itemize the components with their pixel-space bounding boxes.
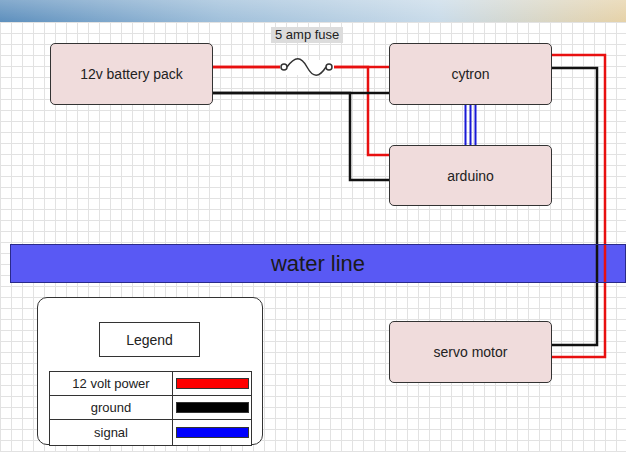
photo-strip-shade — [0, 0, 626, 22]
legend-swatch-cell — [173, 420, 251, 445]
legend-cell: ground — [50, 396, 173, 419]
fuse-label: 5 amp fuse — [271, 27, 343, 43]
fuse-terminal — [281, 64, 287, 70]
water-band-fill — [10, 244, 626, 283]
legend-table: 12 volt power ground signal — [49, 371, 252, 446]
water-line-band: water line — [10, 244, 626, 283]
motor-box: servo motor — [389, 321, 552, 383]
legend-swatch-cell — [173, 372, 251, 395]
node-label: arduino — [447, 168, 494, 184]
legend-cell: signal — [50, 420, 173, 445]
controller-box: arduino — [389, 145, 552, 206]
controller-box: cytron — [389, 43, 552, 105]
fuse-element — [287, 59, 326, 76]
wire — [213, 67, 389, 155]
fuse-symbol — [280, 59, 334, 76]
photo-strip — [0, 0, 626, 22]
legend-swatch — [176, 402, 249, 413]
legend-row: 12 volt power — [50, 372, 251, 395]
legend-heading-box: Legend — [99, 322, 200, 357]
legend-box: Legend 12 volt power ground signal — [37, 297, 263, 445]
legend-swatch-cell — [173, 396, 251, 419]
node-label: cytron — [451, 66, 489, 82]
legend-title: Legend — [126, 332, 173, 348]
battery-box: 12v battery pack — [50, 43, 213, 105]
legend-text: ground — [91, 400, 131, 415]
legend-swatch — [176, 378, 249, 389]
wire — [466, 105, 476, 145]
legend-row: ground — [50, 395, 251, 419]
node-label: servo motor — [434, 344, 508, 360]
node-label: water line — [271, 251, 365, 277]
wire — [552, 68, 597, 345]
wire — [552, 55, 605, 357]
wire — [213, 93, 389, 180]
legend-text: signal — [94, 425, 128, 440]
legend-cell: 12 volt power — [50, 372, 173, 395]
node-label: 12v battery pack — [80, 66, 183, 82]
legend-swatch — [176, 427, 249, 438]
fuse-terminal — [326, 64, 332, 70]
legend-row: signal — [50, 419, 251, 445]
legend-text: 12 volt power — [72, 376, 149, 391]
